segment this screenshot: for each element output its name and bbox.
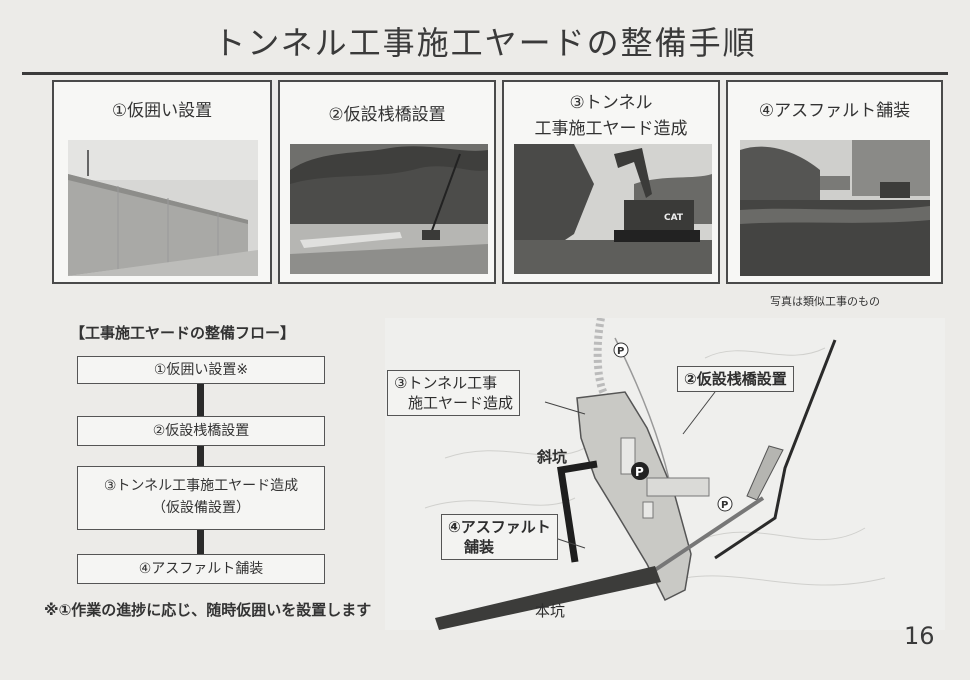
photo-asphalt — [740, 140, 930, 276]
map-label-yard: ③トンネル工事 施工ヤード造成 — [387, 370, 521, 416]
flow-step-yard-line2: （仮設備設置） — [152, 500, 250, 516]
photo-label-asphalt: ④アスファルト舗装 — [758, 101, 911, 121]
flow-connector — [197, 384, 204, 416]
page-number: 16 — [904, 622, 935, 650]
site-map: P P P ③トンネル工事 施工ヤード造成 ②仮設桟橋設置 ④アスファルト 舗装… — [385, 318, 945, 630]
photo-label-yard-line1: ③トンネル — [569, 93, 653, 113]
flow-heading: 【工事施工ヤードの整備フロー】 — [70, 324, 296, 342]
site-map-drawing: P P P — [385, 318, 945, 630]
parking-letter: P — [721, 500, 728, 511]
map-label-asphalt-line2: 舗装 — [464, 538, 495, 556]
flow-step-asphalt: ④アスファルト舗装 — [77, 554, 325, 584]
parking-marker-north: P — [613, 342, 629, 358]
parking-letter: P — [617, 346, 624, 357]
parking-marker-yard: P — [631, 462, 649, 480]
flow-step-yard-line1: ③トンネル工事施工ヤード造成 — [103, 478, 299, 494]
photo-label-yard-line2: 工事施工ヤード造成 — [534, 119, 688, 139]
flow-connector — [197, 446, 204, 466]
map-label-bridge: ②仮設桟橋設置 — [677, 366, 794, 392]
map-label-asphalt-line1: ④アスファルト — [448, 518, 551, 536]
photo-card-asphalt: ④アスファルト舗装 — [726, 80, 943, 284]
map-label-asphalt: ④アスファルト 舗装 — [441, 514, 558, 560]
parking-letter: P — [635, 465, 644, 479]
flow-step-yard: ③トンネル工事施工ヤード造成 （仮設備設置） — [77, 466, 325, 530]
flow-step-enclosure: ①仮囲い設置※ — [77, 356, 325, 384]
photo-label-enclosure: ①仮囲い設置 — [111, 101, 213, 121]
title-divider — [22, 72, 948, 75]
photo-card-yard: ③トンネル 工事施工ヤード造成 CAT — [502, 80, 720, 284]
map-label-yard-line2: 施工ヤード造成 — [408, 394, 514, 412]
photo-excavator: CAT — [514, 144, 712, 274]
photo-bridge — [290, 144, 488, 274]
excavator-brand-text: CAT — [664, 213, 684, 223]
map-label-yard-line1: ③トンネル工事 — [394, 374, 498, 392]
photo-note: 写真は類似工事のもの — [770, 295, 880, 308]
flow-step-bridge: ②仮設桟橋設置 — [77, 416, 325, 446]
map-label-incline-shaft: 斜坑 — [537, 448, 568, 466]
photo-enclosure — [68, 140, 258, 276]
map-label-main-shaft: 本坑 — [535, 602, 566, 620]
photo-card-enclosure: ①仮囲い設置 — [52, 80, 272, 284]
page-title: トンネル工事施工ヤードの整備手順 — [213, 24, 757, 62]
flow-footnote: ※①作業の進捗に応じ、随時仮囲いを設置します — [44, 601, 372, 619]
photo-label-bridge: ②仮設桟橋設置 — [328, 105, 446, 125]
flow-connector — [197, 530, 204, 554]
photo-card-bridge: ②仮設桟橋設置 — [278, 80, 496, 284]
parking-marker-east: P — [717, 496, 733, 512]
